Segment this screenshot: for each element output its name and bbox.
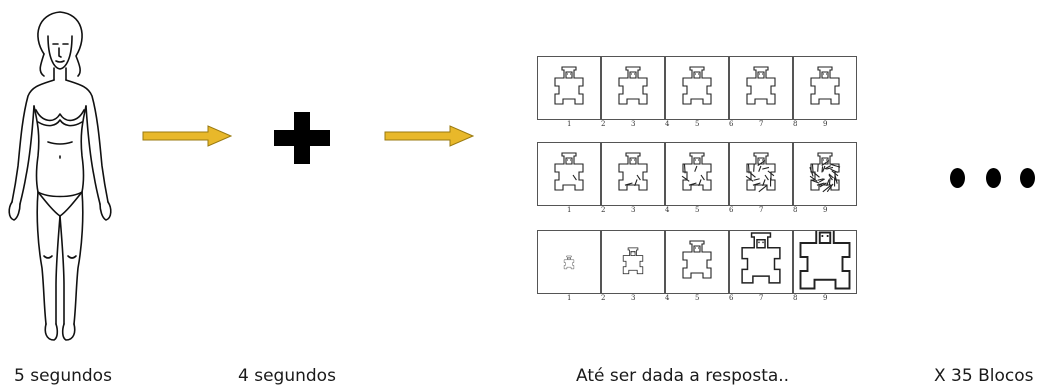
- figure-panel: [601, 142, 665, 206]
- figure-panel: [793, 142, 857, 206]
- scale-label: 8: [793, 294, 798, 302]
- fixation-cross-icon: [274, 112, 330, 164]
- dot: [986, 168, 1001, 188]
- figure-drawing: [810, 66, 840, 105]
- figure-panel: [665, 56, 729, 120]
- figure-drawing: [682, 240, 712, 279]
- scale-label: 1: [567, 120, 572, 128]
- scale-label: 3: [631, 120, 636, 128]
- scale-label: 7: [759, 120, 764, 128]
- figure-panel: [537, 230, 601, 294]
- caption-body: 5 segundos: [14, 366, 112, 386]
- dot: [950, 168, 965, 188]
- figure-drawing: [563, 255, 575, 270]
- figure-drawing: [618, 152, 648, 191]
- scale-label: 9: [823, 120, 828, 128]
- figure-panel: [665, 142, 729, 206]
- figure-drawing: [799, 231, 851, 290]
- figure-panel: [601, 230, 665, 294]
- scale-label: 1: [567, 206, 572, 214]
- caption-grid: Até ser dada a resposta..: [576, 366, 790, 386]
- figure-panel: [601, 56, 665, 120]
- scale-label: 8: [793, 206, 798, 214]
- scale-label: 5: [695, 120, 700, 128]
- scale-label: 8: [793, 120, 798, 128]
- scale-label: 6: [729, 120, 734, 128]
- figure-drawing: [681, 152, 712, 191]
- scale-label: 3: [631, 206, 636, 214]
- figure-drawing: [554, 66, 584, 105]
- body-figure-icon: [8, 11, 112, 341]
- scale-label: 6: [729, 206, 734, 214]
- scale-label: 2: [601, 206, 606, 214]
- scale-label: 1: [567, 294, 572, 302]
- figure-drawing: [618, 66, 648, 105]
- scale-label: 6: [729, 294, 734, 302]
- scale-label: 7: [759, 294, 764, 302]
- figure-panel: [729, 142, 793, 206]
- scale-label: 2: [601, 294, 606, 302]
- figure-drawing: [809, 152, 841, 193]
- figure-drawing: [741, 232, 781, 284]
- figure-drawing: [622, 247, 644, 275]
- figure-panel: [793, 56, 857, 120]
- scale-label: 2: [601, 120, 606, 128]
- figure-drawing: [745, 152, 776, 193]
- figure-panel: [729, 230, 793, 294]
- scale-label: 5: [695, 294, 700, 302]
- scale-label: 4: [665, 294, 670, 302]
- scale-label: 9: [823, 294, 828, 302]
- scale-label: 4: [665, 206, 670, 214]
- figure-panel: [537, 142, 601, 206]
- scale-label: 3: [631, 294, 636, 302]
- scale-label: 9: [823, 206, 828, 214]
- figure-drawing: [554, 152, 584, 191]
- figure-drawing: [682, 66, 712, 105]
- scale-label: 5: [695, 206, 700, 214]
- caption-blocks: X 35 Blocos: [934, 366, 1034, 386]
- scale-label: 4: [665, 120, 670, 128]
- scale-label: 7: [759, 206, 764, 214]
- figure-panel: [537, 56, 601, 120]
- arrow-right-icon: [384, 125, 474, 147]
- arrow-right-icon: [142, 125, 232, 147]
- figure-drawing: [746, 66, 776, 105]
- figure-panel: [729, 56, 793, 120]
- figure-panel: [665, 230, 729, 294]
- dot: [1020, 168, 1035, 188]
- figure-panel: [793, 230, 857, 294]
- caption-cross: 4 segundos: [238, 366, 336, 386]
